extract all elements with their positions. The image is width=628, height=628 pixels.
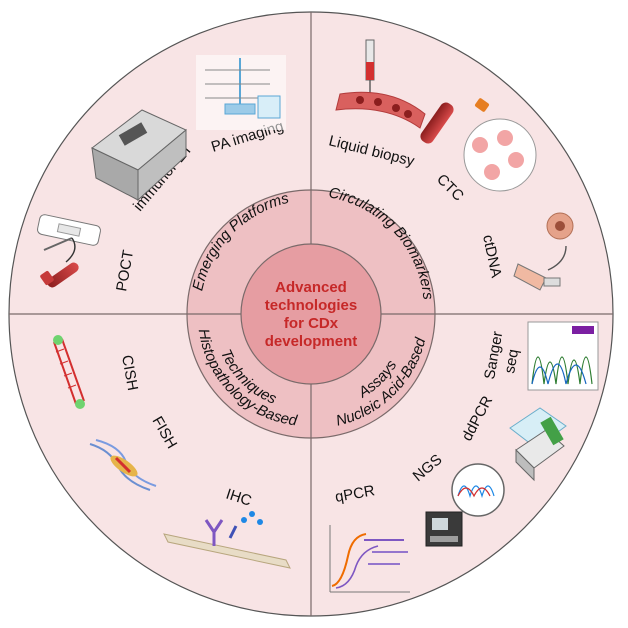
blood-tube-icon [40, 262, 79, 288]
blood-vessel-icon [335, 91, 426, 129]
center-title-line-4: development [265, 333, 358, 350]
tumor-cell-icon [546, 212, 574, 271]
item-poct: POCT [113, 249, 137, 293]
lateral-flow-test-icon [37, 214, 101, 263]
item-cish: CISH [118, 354, 141, 392]
extraction-tube-icon [513, 263, 561, 291]
droplet-pcr-machine-icon [509, 407, 567, 482]
dna-probe-icon [53, 335, 85, 409]
sample-tube-icon [420, 98, 489, 144]
sequencer-icon [425, 463, 505, 547]
chromatogram-icon [527, 321, 599, 391]
center-title-line-2: technologies [265, 297, 358, 314]
item-qpcr: qPCR [334, 482, 377, 506]
cell-dish-icon [463, 118, 537, 192]
center-title-line-1: Advanced [275, 279, 347, 296]
center-title-line-3: for CDx [284, 315, 339, 332]
qpcr-curve-icon [329, 525, 410, 593]
fish-chromosome-icon [89, 439, 157, 491]
center-circle [240, 243, 382, 385]
ultrasound-device-icon [91, 109, 187, 202]
item-seq: seq [501, 348, 522, 375]
antibody-icon [163, 511, 291, 569]
pa-imaging-schematic-icon [196, 55, 286, 130]
